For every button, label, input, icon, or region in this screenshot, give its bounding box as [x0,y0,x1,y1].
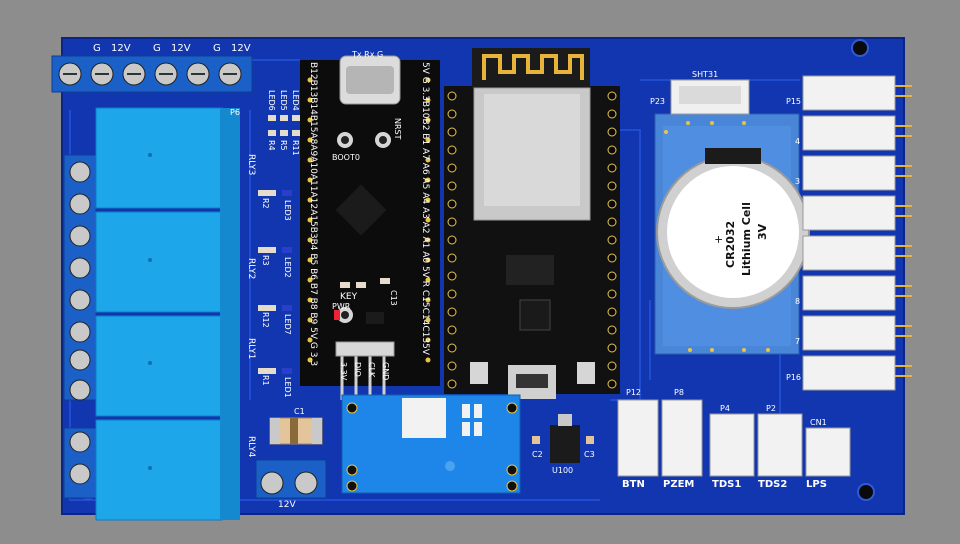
pin-label: 12V [231,43,251,54]
relay-modules [95,107,240,521]
smd-components-left [258,115,300,374]
battery-plus: + [712,234,725,244]
swd-pin-label: 3.3V [339,362,348,381]
relay-terminal-blocks [63,154,97,499]
battery-model: CR2032 [724,220,737,268]
key-label: KEY [340,292,358,302]
connector-ref: CN1 [810,418,827,427]
cap-label: C3 [584,450,595,459]
resistor-label: R2 [261,198,270,209]
right-jst-connectors [802,75,912,391]
connector-ref: P16 [786,373,802,382]
buck-module [341,394,521,494]
capacitor-c1 [269,417,323,445]
connector-ref: P12 [626,388,642,397]
connector-ref: 8 [795,297,801,306]
led-group-label: LED5 [279,90,288,111]
led-group-label: LED4 [291,90,300,111]
dc-input-terminal [255,459,327,499]
pin-label: 12V [111,43,131,54]
relay-label: RLY3 [246,154,256,176]
connector-name: LPS [806,479,827,490]
sht31-connector [670,79,750,115]
led-label: LED7 [283,314,292,335]
led-label: LED1 [283,377,292,398]
sht31-label: SHT31 [692,70,719,79]
holder-ref: P23 [650,97,666,106]
connector-ref: P8 [674,388,684,397]
connector-ref: 7 [795,337,801,346]
resistor-label: R3 [261,255,270,266]
pin-label: 12V [171,43,191,54]
pin-label: G [93,43,101,54]
resistor-label: R1 [261,375,270,386]
relay-label: RLY4 [246,436,256,458]
swd-pin-label: DIO [353,362,362,377]
esp32-board [444,48,620,399]
power-terminal-block [51,55,253,93]
dc-input-label: 12V [278,500,296,510]
regulator-label: U100 [552,466,574,475]
led-group-label: LED6 [267,90,276,111]
regulator-u100 [532,414,594,463]
c13-label: C13 [389,290,398,306]
led-label: LED3 [283,200,292,221]
pin-label: G [153,43,161,54]
swd-header [335,341,395,400]
connector-ref: P15 [786,97,802,106]
swd-pin-label: GND [381,362,390,381]
resistor-label: R12 [261,312,270,328]
battery-holder [654,113,810,355]
stm32-board [300,55,440,386]
relay-label: RLY2 [246,258,256,280]
led-group-label: R4 [267,140,276,151]
connector-name: PZEM [663,479,695,490]
battery-type: Lithium Cell [740,202,753,276]
connector-ref: 3 [795,177,801,186]
connector-name: TDS2 [758,479,788,490]
led-group-label: R5 [279,140,288,151]
led-label: LED2 [283,257,292,278]
rail-label: P6 [230,108,240,117]
connector-ref: P2 [766,404,776,413]
esp32-pin-headers [447,91,617,389]
boot-label: BOOT0 [332,153,360,162]
pwr-label: PWR [332,302,351,311]
stm32-right-pin-labels: 5V G 3.3B10B2 B1 A7 A6 A5 A4 A3 A2 A1 A0… [420,62,430,355]
bottom-jst-connectors [617,399,851,477]
pin-label: G [213,43,221,54]
c1-label: C1 [294,407,305,416]
stm32-pin-headers [307,77,431,363]
connector-ref: 4 [795,137,801,146]
reset-label: NRST [393,118,402,140]
pcb-board-edge [61,37,905,515]
stm32-uart-label: Tx Rx G [352,50,384,59]
battery-voltage: 3V [756,223,769,240]
connector-ref: P4 [720,404,730,413]
connector-name: TDS1 [712,479,742,490]
stm32-left-pin-labels: B12B13B14B15A8A9A10A11A12A15B3B4 B5 B6 B… [308,62,318,367]
relay-label: RLY1 [246,338,256,360]
cap-label: C2 [532,450,543,459]
connector-name: BTN [622,479,645,490]
led-group-label: R11 [291,140,300,156]
swd-pin-label: CLK [367,362,376,378]
